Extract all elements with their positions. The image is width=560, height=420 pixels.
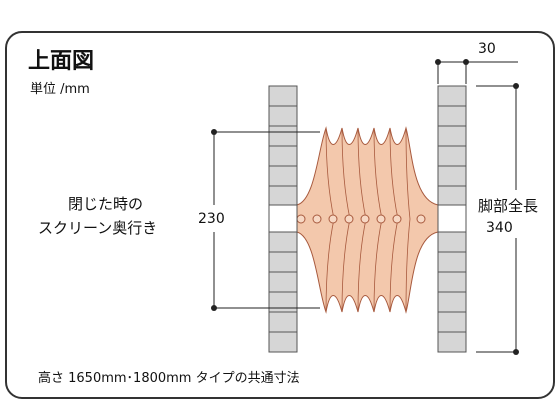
left-post-gap [268,204,298,233]
leg-length-label: 脚部全長 [478,197,538,215]
unit-label: 単位 /mm [30,81,90,97]
dimension-screen-depth: 230 [198,129,320,311]
screen-hinge [296,214,306,224]
screen-hinge [312,214,322,224]
right-post-gap [437,204,467,233]
left-post-segments [269,105,297,333]
diagram-title: 上面図 [28,49,94,74]
leg-thickness-value: 30 [478,41,496,57]
footnote: 高さ 1650mm･1800mm タイプの共通寸法 [38,370,300,386]
dimension-leg-length: 脚部全長 340 [476,83,538,355]
right-post-segments [438,105,466,333]
right-post [437,85,467,353]
screen-hinge [392,214,402,224]
screen-hinge [344,214,354,224]
screen-hinge [360,214,370,224]
screen-hinge [376,214,386,224]
dimension-leg-thickness: 30 [435,41,518,84]
screen-depth-label-line2: スクリーン奥行き [38,219,157,237]
screen-hinge [416,214,426,224]
screen-depth-label-line1: 閉じた時の [68,195,143,213]
left-post [268,85,298,353]
leg-length-value: 340 [486,220,513,236]
screen-depth-value: 230 [198,211,225,227]
screen-hinge [328,214,338,224]
